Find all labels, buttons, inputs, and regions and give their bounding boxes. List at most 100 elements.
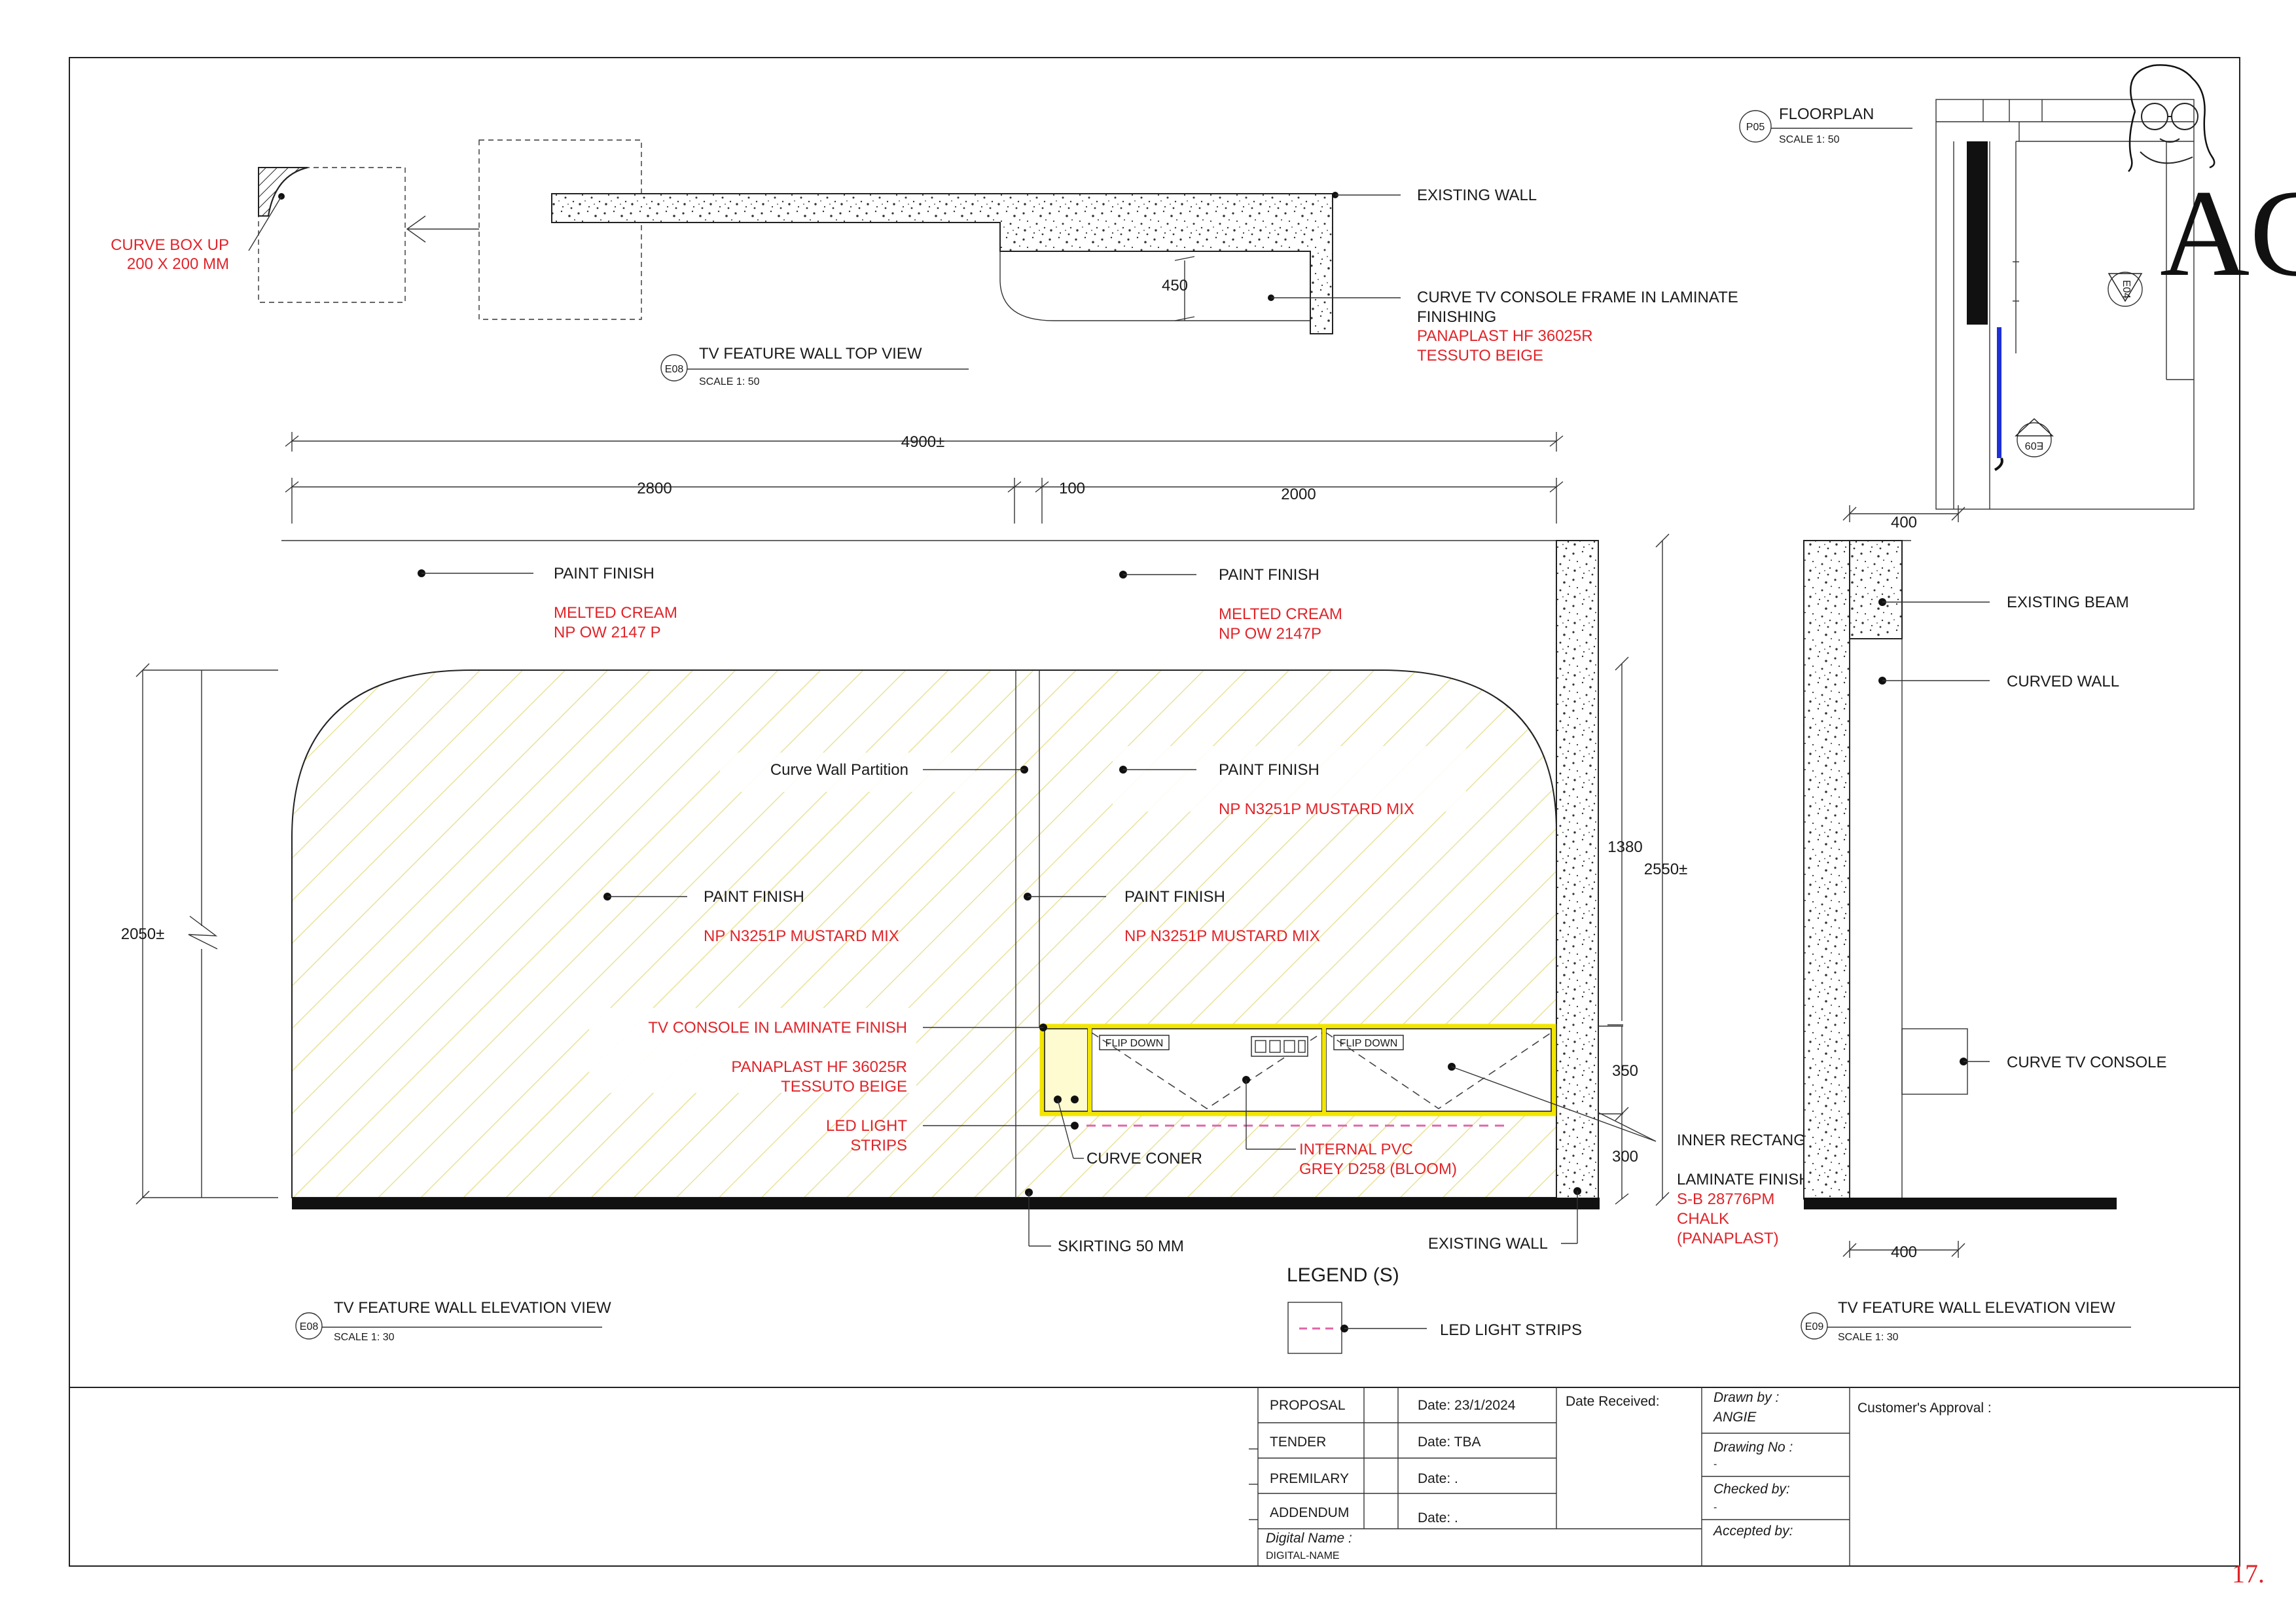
curve-corner-label: CURVE CONER <box>1086 1150 1202 1168</box>
tv-console-label-3: TESSUTO BEIGE <box>781 1078 907 1096</box>
logo: AG <box>2128 64 2296 302</box>
top-view <box>248 139 1401 382</box>
side-elevation <box>1801 505 2131 1340</box>
console-frame-label-2: FINISHING <box>1417 308 1496 326</box>
console-frame-label-1: CURVE TV CONSOLE FRAME IN LAMINATE <box>1417 289 1738 306</box>
drawn-by-label: Drawn by : <box>1713 1390 1779 1405</box>
side-dim-top: 400 <box>1891 514 1917 531</box>
checked-by-label: Checked by: <box>1713 1482 1790 1497</box>
top-dim-450: 450 <box>1162 277 1188 294</box>
top-wall-slab <box>551 193 1333 334</box>
elevation-tag: E08 <box>300 1321 319 1332</box>
date-proposal: Date: 23/1/2024 <box>1418 1398 1516 1413</box>
laminate-label-3: CHALK <box>1677 1210 1729 1228</box>
date-tender: Date: TBA <box>1418 1435 1481 1450</box>
internal-pvc-label-2: GREY D258 (BLOOM) <box>1299 1160 1457 1178</box>
side-existing-wall <box>1803 540 1850 1200</box>
led-label-1: LED LIGHT <box>826 1117 907 1135</box>
legend-title: LEGEND (S) <box>1287 1264 1399 1286</box>
tv-console-label-2: PANAPLAST HF 36025R <box>731 1058 907 1076</box>
date-addendum: Date: . <box>1418 1510 1458 1525</box>
curve-box-label-1: CURVE BOX UP <box>111 236 229 254</box>
drawing-no-value: - <box>1713 1459 1717 1470</box>
top-existing-wall-label: EXISTING WALL <box>1417 187 1537 204</box>
floorplan-wall-black <box>1967 141 1988 325</box>
paint-top-left-label: PAINT FINISH <box>554 565 655 582</box>
elevation-scale: SCALE 1: 30 <box>334 1332 395 1343</box>
paint-top-left-material-2: NP OW 2147 P <box>554 624 661 641</box>
existing-wall-elevation <box>1556 540 1599 1200</box>
floorplan-marker-e09: E09 <box>2025 440 2044 451</box>
floorplan-title: FLOORPLAN <box>1779 105 1874 123</box>
led-label-2: STRIPS <box>850 1137 907 1154</box>
paint-center-label: PAINT FINISH <box>1124 888 1225 906</box>
dim-100: 100 <box>1059 480 1085 497</box>
checked-by-value: - <box>1713 1502 1717 1513</box>
stage-proposal: PROPOSAL <box>1270 1398 1346 1413</box>
logo-initials: AG <box>2160 165 2296 302</box>
detail-callout-box <box>478 139 642 320</box>
flip-down-label-1: FLIP DOWN <box>1105 1038 1164 1049</box>
floorplan-led-blue <box>1997 327 2001 458</box>
curve-console-frame-outline <box>999 251 1310 321</box>
page-number: 17. <box>2232 1559 2265 1588</box>
legend-item-led: LED LIGHT STRIPS <box>1440 1321 1582 1339</box>
dim-300: 300 <box>1612 1148 1638 1166</box>
existing-beam-label: EXISTING BEAM <box>2007 594 2129 611</box>
curve-box-label-2: 200 X 200 MM <box>127 255 229 273</box>
curve-wall-partition-label: Curve Wall Partition <box>770 761 908 779</box>
logo-glasses-left <box>2141 103 2168 130</box>
dim-2800: 2800 <box>637 480 672 497</box>
elevation-title: TV FEATURE WALL ELEVATION VIEW <box>334 1299 611 1317</box>
curved-wall-label: CURVED WALL <box>2007 673 2119 690</box>
console-frame-material-1: PANAPLAST HF 36025R <box>1417 327 1593 345</box>
console-frame-material-2: TESSUTO BEIGE <box>1417 347 1543 365</box>
laminate-label-2: S-B 28776PM <box>1677 1190 1774 1208</box>
title-block <box>69 1387 2240 1566</box>
stage-tender: TENDER <box>1270 1435 1326 1450</box>
paint-center-material: NP N3251P MUSTARD MIX <box>1124 927 1320 945</box>
dim-2000: 2000 <box>1281 486 1316 503</box>
curve-box-hatch <box>258 167 308 217</box>
stage-premilary: PREMILARY <box>1270 1471 1349 1486</box>
inner-rectangle-label: INNER RECTANGLE <box>1677 1132 1825 1149</box>
floorplan-scale: SCALE 1: 50 <box>1779 134 1840 145</box>
curve-box-detail <box>258 167 406 303</box>
side-curve-console <box>1901 1028 1968 1095</box>
paint-top-left-material-1: MELTED CREAM <box>554 604 677 622</box>
existing-wall-label: EXISTING WALL <box>1428 1235 1548 1253</box>
floorplan-outline <box>1935 99 2195 510</box>
paint-mid-right-label: PAINT FINISH <box>1219 761 1319 779</box>
side-skirting <box>1804 1198 2117 1209</box>
side-scale: SCALE 1: 30 <box>1838 1332 1899 1343</box>
floorplan-tag: P05 <box>1746 122 1765 133</box>
floorplan-marker-e04: E04 <box>2121 280 2132 299</box>
floorplan <box>1739 99 2195 510</box>
top-view-tag: E08 <box>665 364 684 375</box>
paint-mid-right-material: NP N3251P MUSTARD MIX <box>1219 800 1414 818</box>
paint-top-right-material-2: NP OW 2147P <box>1219 625 1321 643</box>
date-premilary: Date: . <box>1418 1471 1458 1486</box>
elevation-view <box>135 432 1670 1340</box>
paint-top-right-label: PAINT FINISH <box>1219 566 1319 584</box>
paint-left-label: PAINT FINISH <box>704 888 804 906</box>
dim-2550: 2550± <box>1644 861 1688 878</box>
top-view-scale: SCALE 1: 50 <box>699 376 760 387</box>
laminate-label-4: (PANAPLAST) <box>1677 1230 1779 1247</box>
accepted-by-label: Accepted by: <box>1712 1524 1793 1539</box>
dim-4900: 4900± <box>901 433 945 451</box>
legend <box>1287 1302 1427 1354</box>
skirting-label: SKIRTING 50 MM <box>1058 1238 1184 1255</box>
paint-top-right-material-1: MELTED CREAM <box>1219 605 1342 623</box>
side-tag: E09 <box>1805 1321 1824 1332</box>
power-socket <box>1251 1036 1308 1057</box>
digital-name-value: DIGITAL-NAME <box>1266 1550 1340 1561</box>
internal-pvc-label-1: INTERNAL PVC <box>1299 1141 1413 1158</box>
side-existing-beam <box>1849 540 1903 639</box>
paint-left-material: NP N3251P MUSTARD MIX <box>704 927 899 945</box>
drawing-no-label: Drawing No : <box>1713 1440 1793 1455</box>
customer-approval-label: Customer's Approval : <box>1857 1400 1992 1416</box>
dim-1380: 1380 <box>1607 838 1642 856</box>
side-title: TV FEATURE WALL ELEVATION VIEW <box>1838 1299 2115 1317</box>
logo-portrait-hair <box>2130 64 2215 169</box>
